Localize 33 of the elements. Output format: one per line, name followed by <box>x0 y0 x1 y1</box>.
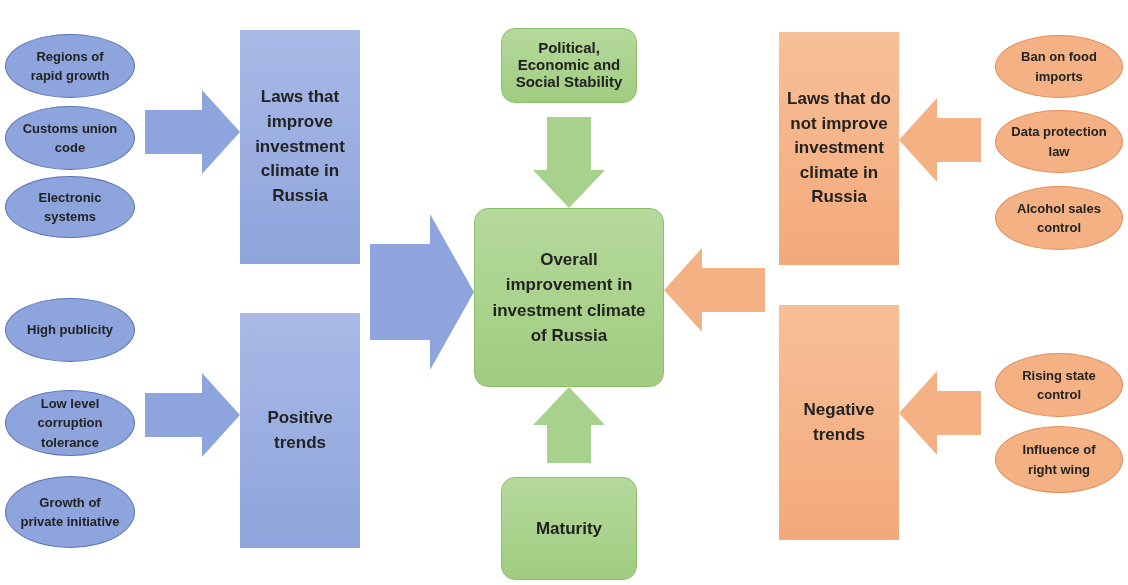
node-label: Regions of rapid growth <box>29 47 111 85</box>
block-arrow <box>533 117 605 208</box>
block-arrow <box>533 387 605 463</box>
rectangle-node <box>779 305 899 540</box>
block-arrow <box>899 98 981 182</box>
rectangle-node <box>240 313 360 548</box>
node-label: Rising state control <box>1021 366 1097 404</box>
rounded-box <box>474 208 664 387</box>
node-label: High publicity <box>27 321 113 340</box>
block-arrow <box>145 90 240 174</box>
block-arrow <box>664 248 765 332</box>
node-label: Maturity <box>535 517 603 540</box>
rectangle-node <box>779 32 899 265</box>
block-arrow <box>370 214 474 370</box>
node-label: Laws that do not improve investment climate in Russia <box>787 87 891 209</box>
node-label: Low level corruption tolerance <box>36 394 104 452</box>
node-label: Negative trends <box>802 398 876 446</box>
rectangle-node <box>240 30 360 264</box>
node-label: Data protection law <box>1010 123 1108 161</box>
node-label: Growth of private initiative <box>20 493 120 531</box>
node-label: Electronic systems <box>37 188 103 226</box>
node-label: Political, Economic and Social Stability <box>514 40 624 91</box>
node-label: Customs union code <box>21 119 119 157</box>
node-label: Ban on food imports <box>1020 48 1098 86</box>
block-arrow <box>899 371 981 455</box>
rounded-box <box>501 28 637 103</box>
node-label: Alcohol sales control <box>1016 199 1102 237</box>
node-label: Positive trends <box>266 406 334 454</box>
node-label: Influence of right wing <box>1021 441 1097 479</box>
rounded-box <box>501 477 637 580</box>
node-label: Overall improvement in investment climate of Russia <box>491 248 647 347</box>
block-arrow <box>145 373 240 457</box>
node-label: Laws that improve investment climate in Russia <box>254 86 346 207</box>
